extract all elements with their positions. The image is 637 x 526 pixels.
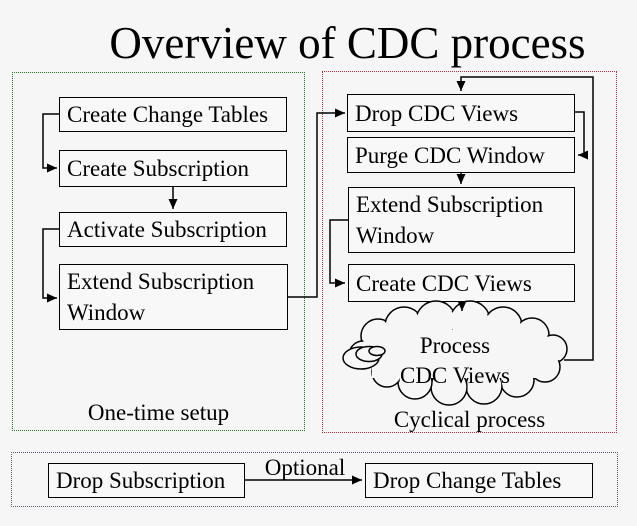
node-drop-subscription: Drop Subscription	[48, 463, 245, 498]
node-label: Create Subscription	[67, 156, 250, 181]
node-create-change-tables: Create Change Tables	[59, 97, 287, 132]
node-purge-cdc-window: Purge CDC Window	[347, 137, 575, 173]
node-extend-subscription-window-setup: Extend Subscription Window	[59, 264, 288, 330]
node-create-subscription: Create Subscription	[59, 150, 287, 187]
node-label-line2: Window	[67, 300, 146, 325]
node-extend-subscription-window-cyclical: Extend Subscription Window	[348, 187, 575, 253]
node-label: Create Change Tables	[67, 102, 269, 127]
diagram-title: Overview of CDC process	[109, 18, 586, 68]
node-label: Create CDC Views	[356, 270, 532, 296]
node-drop-cdc-views: Drop CDC Views	[347, 94, 575, 132]
node-label-line1: Extend Subscription	[356, 192, 544, 217]
node-drop-change-tables: Drop Change Tables	[365, 463, 593, 498]
node-label: Activate Subscription	[67, 217, 267, 242]
cloud-text-line2: CDC Views	[399, 363, 510, 388]
optional-connector-label: Optional	[264, 455, 346, 480]
node-label-line2: Window	[356, 223, 435, 248]
process-cdc-views-cloud-text: Process CDC Views	[355, 331, 555, 391]
node-label: Purge CDC Window	[355, 142, 545, 168]
cyclical-process-label: Cyclical process	[393, 407, 546, 432]
optional-group	[11, 452, 618, 507]
node-label: Drop CDC Views	[355, 100, 519, 126]
one-time-setup-label: One-time setup	[87, 400, 230, 425]
node-activate-subscription: Activate Subscription	[59, 212, 287, 247]
node-label: Drop Change Tables	[373, 468, 562, 493]
node-create-cdc-views: Create CDC Views	[348, 264, 575, 302]
node-label: Drop Subscription	[56, 468, 226, 493]
cloud-text-line1: Process	[419, 333, 491, 358]
node-label-line1: Extend Subscription	[67, 269, 255, 294]
